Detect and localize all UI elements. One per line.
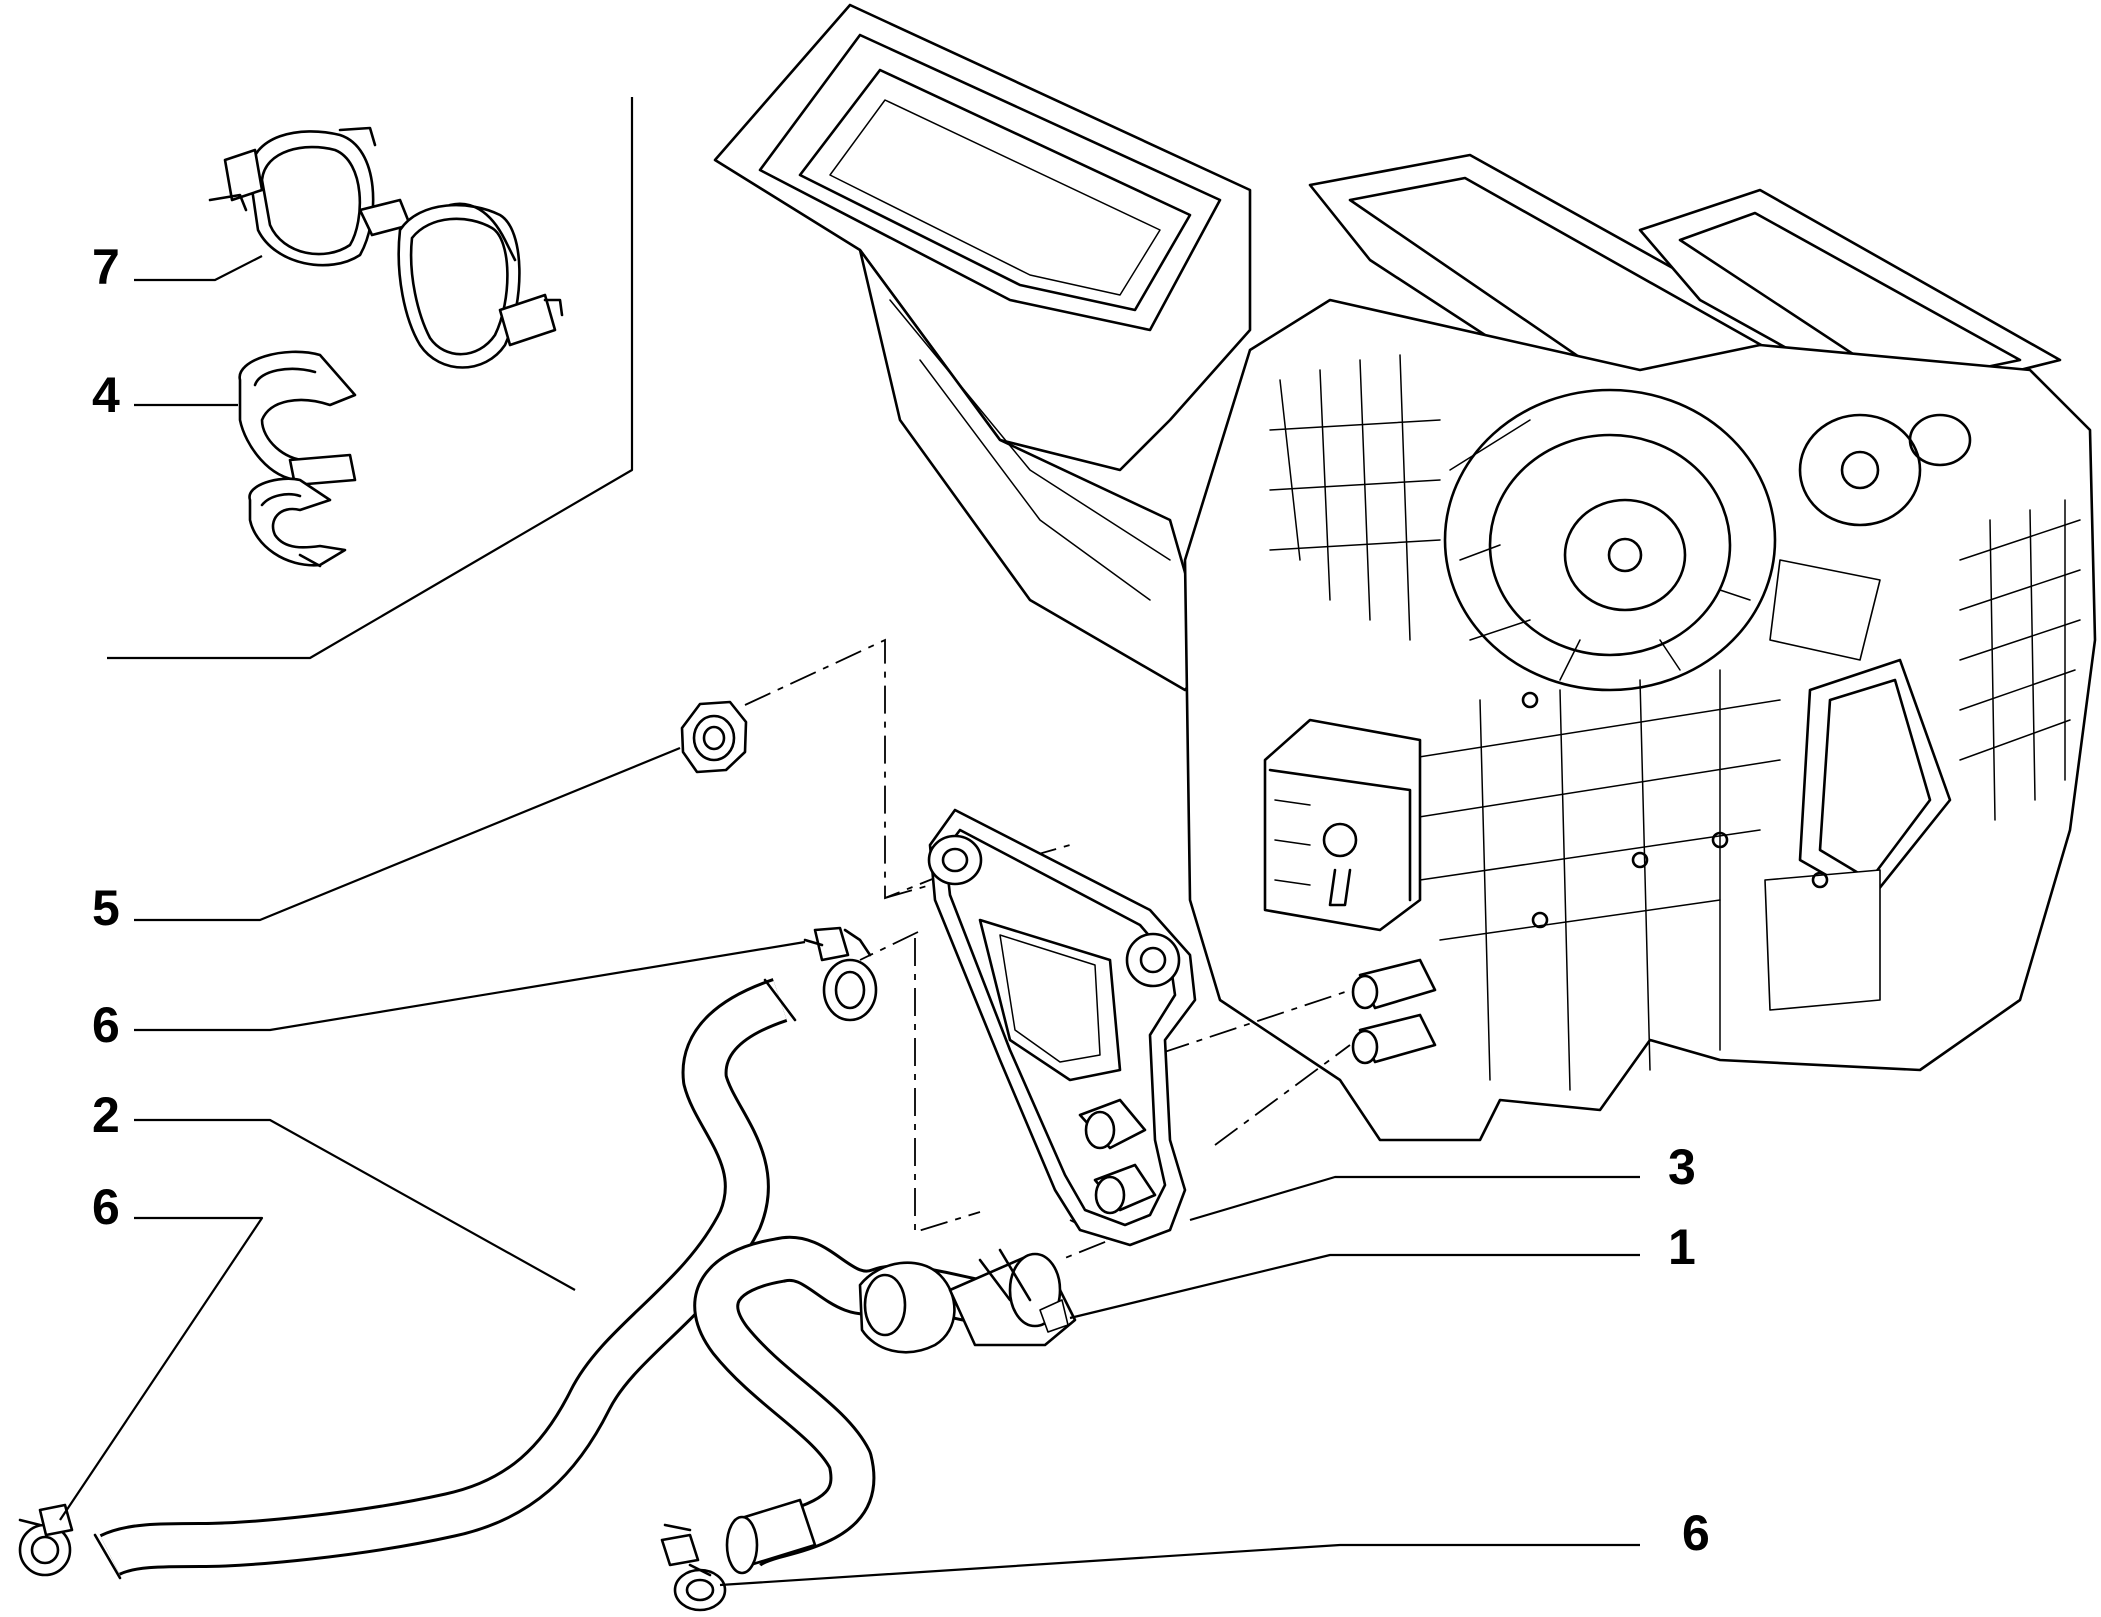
part-7-double-clip [208,126,564,369]
leader-3 [1189,1175,1640,1222]
part-6-hose-clip-bottom [660,1523,727,1612]
inset-border [107,97,634,660]
callout-6-lower: 6 [1682,1505,1710,1561]
callout-2: 2 [92,1087,120,1143]
leader-6a [134,940,806,1032]
leader-lines [59,255,1640,1587]
part-6-hose-clip-top [803,926,878,1022]
leader-5 [134,746,681,922]
part-1-hose-with-connector [693,1235,1077,1575]
leader-2 [134,1118,576,1291]
part-3-mounting-flange [927,808,1197,1247]
part-5-nut [680,700,748,774]
callout-7: 7 [92,239,120,295]
callout-3: 3 [1668,1139,1696,1195]
callout-1: 1 [1668,1219,1696,1275]
callout-5: 5 [92,880,120,936]
leader-6b [59,1216,264,1521]
callout-6-upper: 6 [92,997,120,1053]
part-2-heater-hose [93,978,797,1580]
leader-1 [1069,1253,1640,1320]
part-4-clip [238,350,357,568]
leader-7 [134,255,263,282]
callout-6-left: 6 [92,1179,120,1235]
callout-4: 4 [92,367,120,423]
heater-unit-housing [713,3,2097,1142]
leader-6c [719,1543,1640,1587]
